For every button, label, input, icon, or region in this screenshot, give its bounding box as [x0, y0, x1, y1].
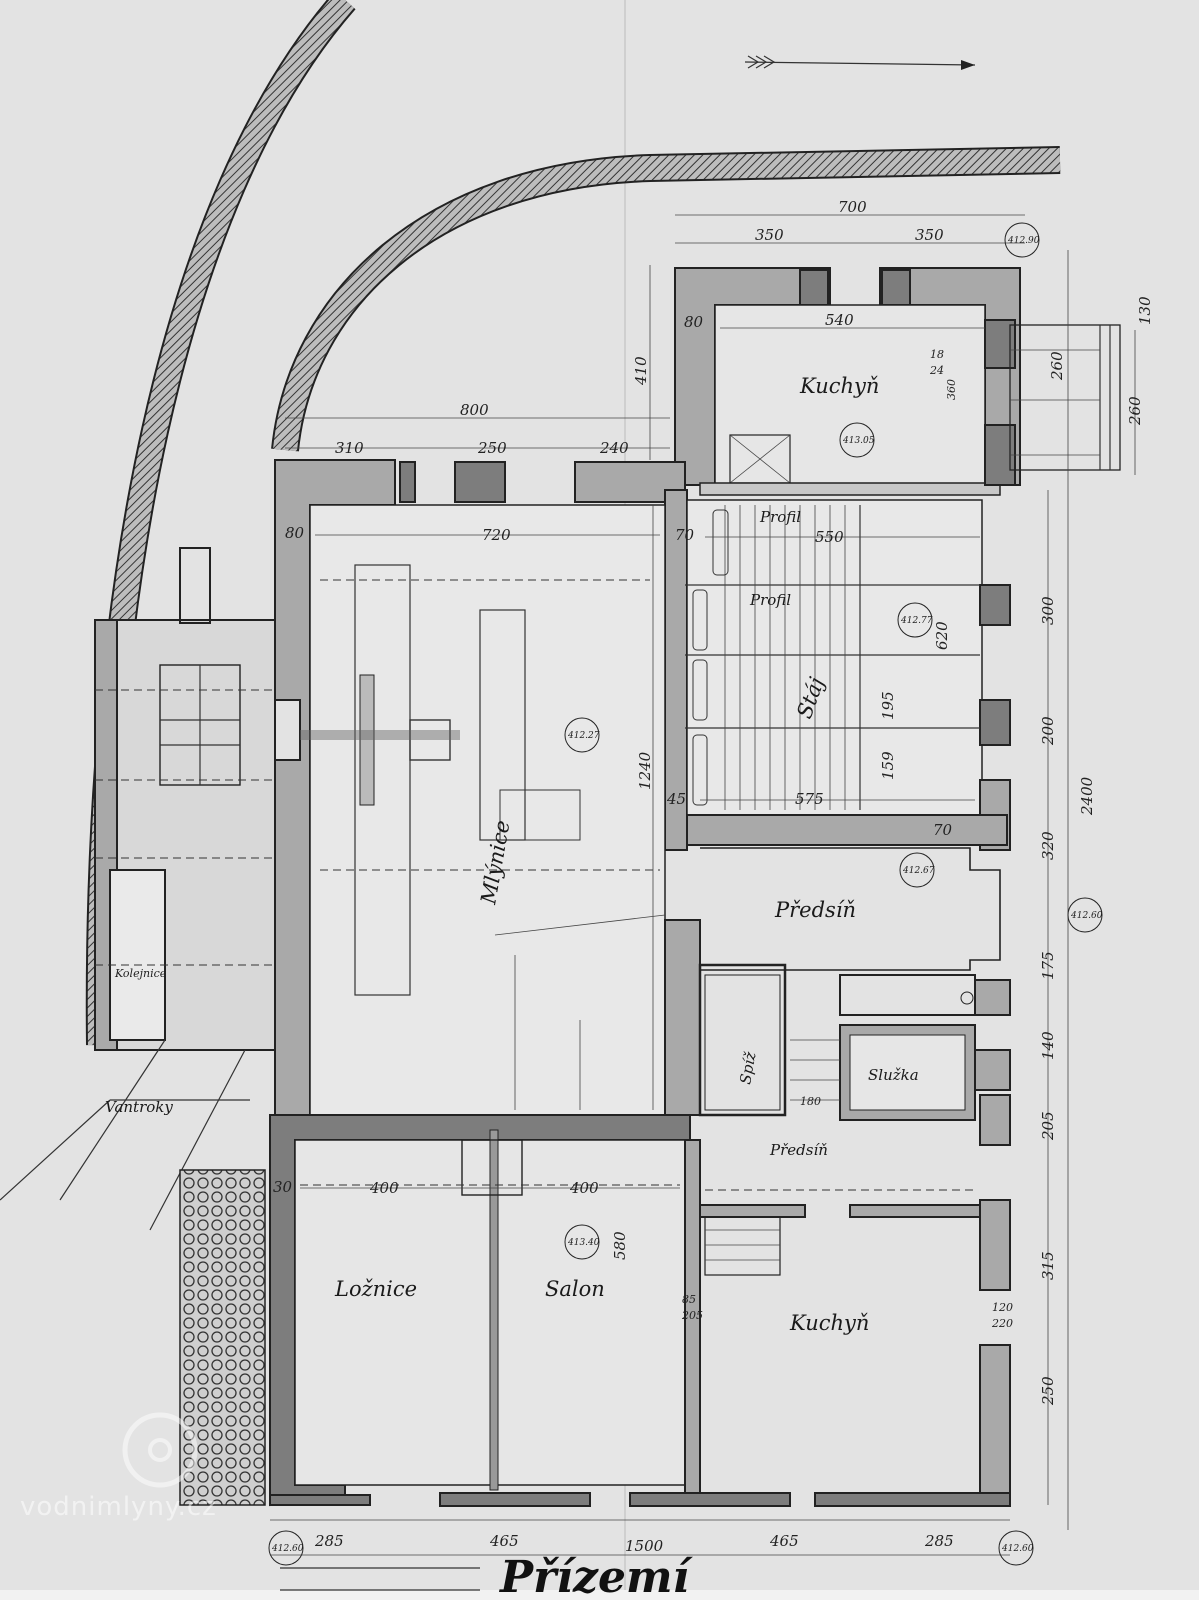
elevation-label: 412.90	[1007, 236, 1040, 246]
dim-label: 1500	[625, 1537, 664, 1555]
dim-label: 18	[930, 348, 944, 361]
elevation-label: 412.60	[1001, 1544, 1034, 1554]
dimension-lines	[270, 214, 1136, 1556]
exterior-stair	[1009, 324, 1121, 471]
dim-label: 1240	[636, 751, 654, 790]
dim-label: 315	[1039, 1251, 1057, 1280]
watermark: vodnimlyny.cz	[20, 1492, 217, 1522]
rail-annex	[0, 547, 276, 1231]
dim-label: 350	[755, 226, 784, 244]
label-sluices: Vantroky	[105, 1098, 173, 1116]
room-label-maid-room: Služka	[868, 1066, 919, 1084]
curved-retaining-wall-inner	[271, 146, 1061, 452]
dim-label: 260	[1126, 396, 1144, 426]
elevation-label: 412.27	[567, 731, 600, 741]
dim-label: 550	[815, 528, 844, 546]
dim-label: 580	[611, 1231, 629, 1260]
dim-label: 159	[879, 751, 897, 780]
elevation-markers	[268, 222, 1103, 1566]
dim-label: 45	[666, 790, 686, 808]
north-arrow-icon	[744, 55, 976, 70]
room-label-hall: Předsíň	[774, 898, 856, 922]
dim-label: 800	[460, 401, 489, 419]
elevation-label: 412.60	[1070, 911, 1103, 921]
dim-label: 350	[915, 226, 944, 244]
dim-label: 200	[1039, 716, 1057, 746]
paper-edge	[0, 1590, 1199, 1600]
room-label-hall: Předsíň	[769, 1141, 828, 1159]
service-rooms-walls	[698, 847, 1011, 1276]
plan-title: Přízemí	[498, 1552, 694, 1600]
dim-label: 195	[879, 691, 897, 720]
dim-label: 175	[1039, 951, 1057, 980]
dim-label: 2400	[1078, 776, 1096, 816]
dim-label: 465	[489, 1532, 519, 1550]
dim-label: 250	[477, 439, 507, 457]
dim-label: 80	[285, 524, 305, 542]
dim-label: 320	[1039, 831, 1057, 860]
room-label-salon: Salon	[545, 1277, 605, 1301]
dimension-labels: 700 350 350 540 80 410 800 310 250 240 8…	[273, 198, 1154, 1555]
label-rails: Kolejnice	[114, 967, 167, 980]
elevation-label: 412.60	[271, 1544, 304, 1554]
elevation-label: 412.67	[902, 866, 935, 876]
dim-label: 80	[684, 313, 704, 331]
dim-label: 575	[795, 790, 824, 808]
dim-label: 30	[273, 1178, 293, 1196]
dim-label: 310	[335, 439, 364, 457]
dim-label: 250	[1039, 1376, 1057, 1406]
dim-label: 120	[992, 1301, 1013, 1314]
watermark-logo-icon	[122, 1412, 198, 1488]
elevation-label: 413.40	[567, 1238, 600, 1248]
dim-label: 140	[1039, 1031, 1057, 1060]
dim-label: 70	[675, 526, 695, 544]
room-label-profile: Profil	[759, 508, 801, 526]
dim-label: 700	[838, 198, 867, 216]
lower-block-walls	[269, 1114, 1011, 1507]
dim-label: 540	[825, 311, 854, 329]
dim-label: 24	[929, 364, 944, 377]
mill-room-walls	[274, 459, 701, 1116]
dim-label: 85	[682, 1293, 696, 1306]
room-label-bedroom: Ložnice	[334, 1277, 417, 1301]
dim-label: 400	[369, 1179, 399, 1197]
elevation-label: 413.05	[842, 436, 875, 446]
dim-label: 360	[945, 379, 958, 400]
dim-label: 70	[933, 821, 953, 839]
elevation-label: 412.77	[900, 616, 933, 626]
dim-label: 300	[1039, 596, 1057, 625]
dim-label: 260	[1048, 351, 1066, 381]
dim-label: 180	[800, 1095, 821, 1108]
dim-label: 285	[924, 1532, 954, 1550]
dim-label: 240	[599, 439, 629, 457]
dim-label: 720	[482, 526, 511, 544]
dim-label: 620	[933, 621, 951, 650]
stable-walls	[685, 499, 1011, 851]
dim-label: 205	[681, 1309, 703, 1322]
dim-label: 205	[1039, 1111, 1057, 1141]
dim-label: 130	[1136, 296, 1154, 325]
room-label-pantry: Spíž	[736, 1050, 759, 1085]
room-label-kitchen-bottom: Kuchyň	[789, 1311, 869, 1335]
dim-label: 285	[314, 1532, 344, 1550]
dim-label: 410	[632, 356, 650, 386]
dim-label: 465	[769, 1532, 799, 1550]
room-label-kitchen-top: Kuchyň	[799, 374, 879, 398]
room-label-profile: Profil	[749, 591, 791, 609]
dim-label: 220	[991, 1317, 1013, 1330]
dim-label: 400	[569, 1179, 599, 1197]
